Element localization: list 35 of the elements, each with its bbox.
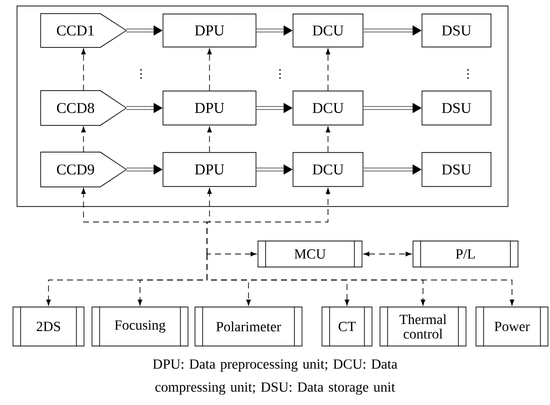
arrow xyxy=(81,48,86,91)
caption: DPU: Data preprocessing unit; DCU: Data compressing unit; DSU: Data storage unit xyxy=(152,359,398,395)
arrow xyxy=(364,252,412,256)
pentagon-box: CCD9 xyxy=(40,152,127,188)
unit-box: CT xyxy=(322,306,372,347)
process-box: DPU xyxy=(162,14,256,48)
arrow xyxy=(206,188,330,254)
process-box: DSU xyxy=(422,90,492,126)
unit-box: P/L xyxy=(412,240,518,268)
unit-box: Power xyxy=(476,306,548,347)
unit-box: MCU xyxy=(258,240,362,268)
arrow xyxy=(207,126,212,152)
unit-box: Polarimeter xyxy=(194,306,302,347)
process-box: DSU xyxy=(422,152,492,187)
ellipsis: ⋮ xyxy=(140,69,142,79)
process-box: DPU xyxy=(162,90,256,126)
process-box: DSU xyxy=(422,14,492,48)
frame-box xyxy=(16,6,508,207)
unit-box: Thermal control xyxy=(380,306,466,347)
process-box: DCU xyxy=(292,14,364,48)
ellipsis: ⋮ xyxy=(467,69,469,79)
pentagon-box: CCD8 xyxy=(40,90,127,126)
process-box: DCU xyxy=(292,152,364,187)
arrow xyxy=(81,126,86,152)
arrow xyxy=(207,48,212,91)
process-box: DCU xyxy=(292,90,364,126)
arrow xyxy=(206,252,256,256)
arrow xyxy=(206,254,514,306)
arrow xyxy=(326,126,330,152)
unit-box: Focusing xyxy=(92,306,188,347)
pentagon-box: CCD1 xyxy=(40,13,127,48)
process-box: DPU xyxy=(162,152,256,187)
unit-box: 2DS xyxy=(12,306,84,347)
ellipsis: ⋮ xyxy=(279,69,281,79)
arrow xyxy=(326,48,330,91)
